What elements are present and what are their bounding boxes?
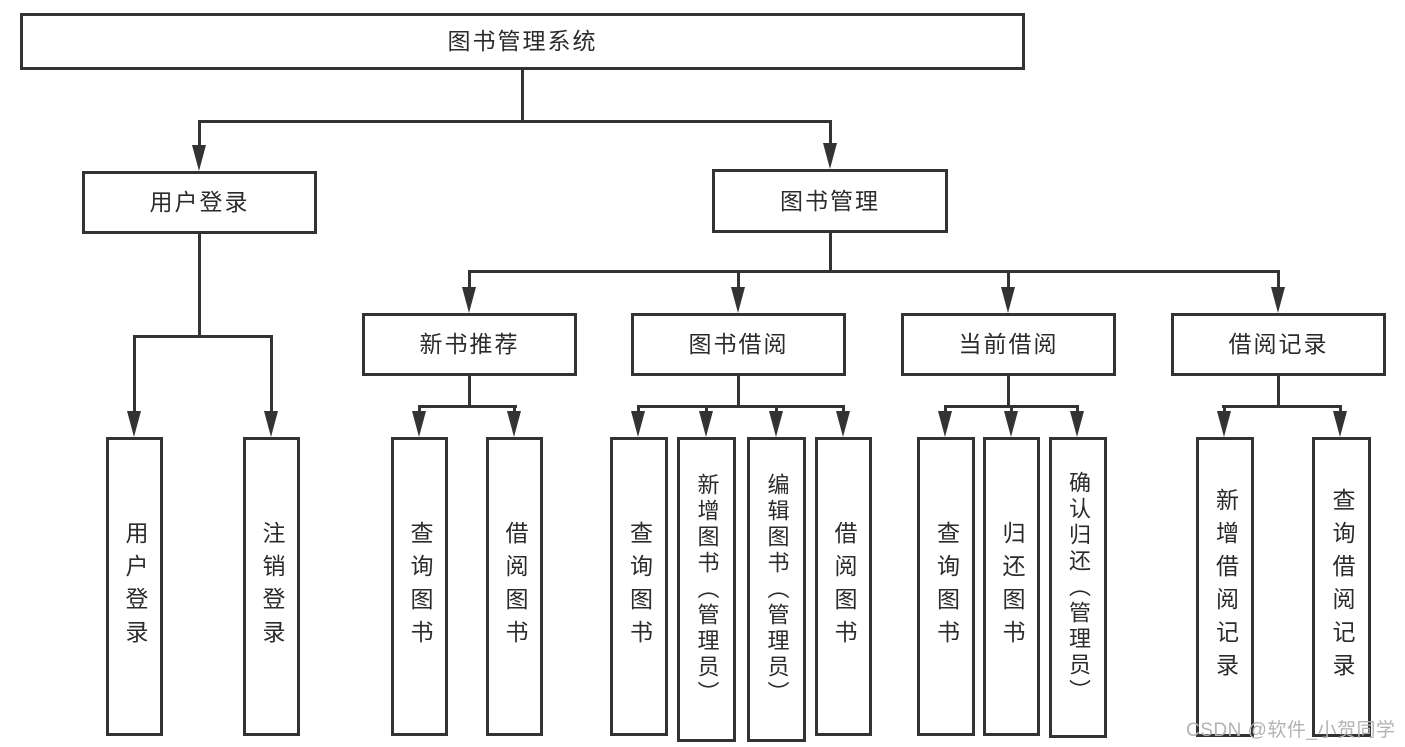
connector-g5-drop <box>1277 376 1280 408</box>
connector-arrow-g2-borrow <box>507 405 521 437</box>
arrow-down-icon <box>731 287 745 313</box>
connector-level2-rail <box>198 120 832 123</box>
node-user-login: 用户登录 <box>82 171 317 234</box>
arrow-down-icon <box>938 411 952 437</box>
leaf-query-book: 查询图书 <box>610 437 668 736</box>
arrow-down-icon <box>1333 411 1347 437</box>
node-book-borrowing: 图书借阅 <box>631 313 846 376</box>
arrow-down-icon <box>1001 287 1015 313</box>
connector-arrow-g5-add <box>1217 405 1231 437</box>
arrow-down-icon <box>1271 287 1285 313</box>
arrow-down-icon <box>264 411 278 437</box>
leaf-borrow-book: 借阅图书 <box>486 437 543 736</box>
connector-arrow-new-book <box>462 270 476 313</box>
connector-arrow-book-mgmt <box>823 120 837 169</box>
connector-root-drop <box>521 70 524 120</box>
connector-g3-rail <box>637 405 845 408</box>
leaf-confirm-return-admin: 确认归还（管理员） <box>1049 437 1107 738</box>
arrow-down-icon <box>412 411 426 437</box>
connector-arrow-g3-add <box>699 405 713 437</box>
connector-g4-drop <box>1007 376 1010 408</box>
connector-g5-rail <box>1222 405 1342 408</box>
leaf-query-book: 查询图书 <box>917 437 975 736</box>
connector-arrow-g3-edit <box>769 405 783 437</box>
connector-arrow-borrow-record <box>1271 270 1285 313</box>
connector-arrow-g2-query <box>412 405 426 437</box>
arrow-down-icon <box>769 411 783 437</box>
arrow-down-icon <box>1217 411 1231 437</box>
arrow-down-icon <box>823 143 837 169</box>
arrow-down-icon <box>192 145 206 171</box>
arrow-down-icon <box>462 287 476 313</box>
arrow-down-icon <box>836 411 850 437</box>
watermark: CSDN @软件_小贺同学 <box>1186 720 1396 741</box>
node-new-book-recommend: 新书推荐 <box>362 313 577 376</box>
connector-user-drop <box>198 234 201 335</box>
connector-mgmt-drop <box>829 233 832 273</box>
connector-g2-rail <box>418 405 517 408</box>
connector-g2-drop <box>468 376 471 408</box>
connector-arrow-g5-query <box>1333 405 1347 437</box>
arrow-down-icon <box>699 411 713 437</box>
leaf-user-login: 用户登录 <box>106 437 163 736</box>
arrow-down-icon <box>1004 411 1018 437</box>
connector-arrow-user-login <box>192 120 206 171</box>
connector-arrow-current-borrow <box>1001 270 1015 313</box>
node-current-borrowing: 当前借阅 <box>901 313 1116 376</box>
connector-g3-drop <box>737 376 740 408</box>
connector-arrow-g3-query <box>631 405 645 437</box>
connector-level3-rail <box>468 270 1280 273</box>
leaf-add-book-admin: 新增图书（管理员） <box>677 437 736 742</box>
connector-arrow-book-borrow <box>731 270 745 313</box>
arrow-down-icon <box>127 411 141 437</box>
leaf-logout: 注销登录 <box>243 437 300 736</box>
leaf-add-borrow-record: 新增借阅记录 <box>1196 437 1254 737</box>
connector-user-rail <box>133 335 273 338</box>
node-book-management: 图书管理 <box>712 169 948 233</box>
leaf-query-book: 查询图书 <box>391 437 448 736</box>
connector-arrow-logout <box>264 335 278 437</box>
connector-arrow-g4-query <box>938 405 952 437</box>
connector-arrow-g4-return <box>1004 405 1018 437</box>
leaf-query-borrow-record: 查询借阅记录 <box>1312 437 1371 737</box>
leaf-edit-book-admin: 编辑图书（管理员） <box>747 437 806 742</box>
connector-arrow-login <box>127 335 141 437</box>
node-borrowing-records: 借阅记录 <box>1171 313 1386 376</box>
node-library-management-system: 图书管理系统 <box>20 13 1025 70</box>
connector-arrow-g3-borrow <box>836 405 850 437</box>
leaf-borrow-book: 借阅图书 <box>815 437 872 736</box>
connector-arrow-g4-confirm <box>1070 405 1084 437</box>
leaf-return-book: 归还图书 <box>983 437 1040 736</box>
arrow-down-icon <box>1070 411 1084 437</box>
arrow-down-icon <box>507 411 521 437</box>
arrow-down-icon <box>631 411 645 437</box>
